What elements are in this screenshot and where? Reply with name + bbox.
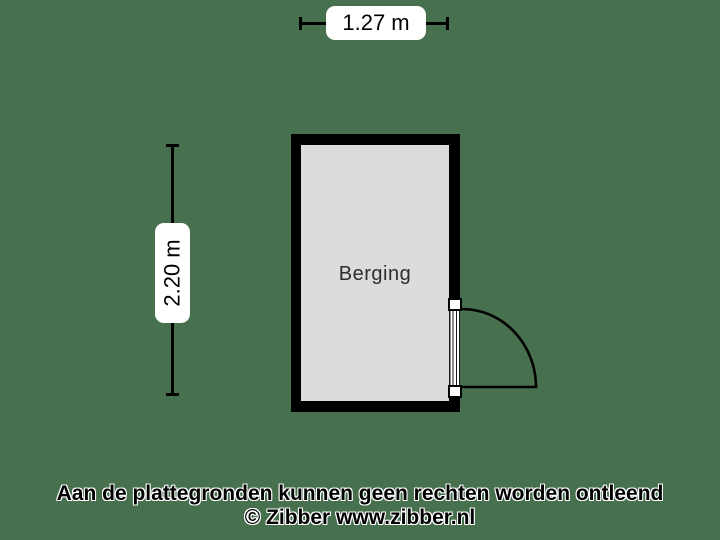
copyright-text: © Zibber www.zibber.nl <box>244 506 476 529</box>
height-dimension-text: 2.20 m <box>159 239 185 307</box>
width-dimension-tick-right <box>446 17 449 30</box>
door-jamb-bottom <box>448 385 462 398</box>
width-dimension-label: 1.27 m <box>326 6 426 40</box>
door-leaf-lines <box>449 311 460 385</box>
height-dimension-tick-bottom <box>166 393 179 396</box>
height-dimension-tick-top <box>166 144 179 147</box>
height-dimension-label: 2.20 m <box>155 223 190 323</box>
door-swing-arc <box>460 307 538 389</box>
disclaimer-text: Aan de plattegronden kunnen geen rechten… <box>56 482 664 505</box>
room-label: Berging <box>338 263 412 285</box>
width-dimension-tick-left <box>299 17 302 30</box>
room-floor <box>301 145 449 401</box>
door-jamb-top <box>448 298 462 311</box>
